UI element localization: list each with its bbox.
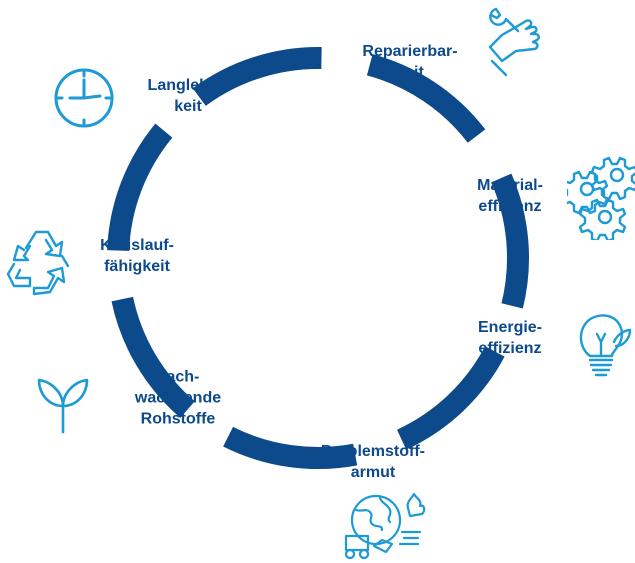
wrench-hand-icon xyxy=(488,7,540,77)
ring-segment-problemstoffarmut xyxy=(223,426,358,469)
ring-segment-langlebigkeit xyxy=(192,47,322,107)
ring-segment-kreislauffaehigkeit xyxy=(107,123,173,252)
recycle-icon xyxy=(6,230,70,296)
globe-pollution-icon xyxy=(344,492,426,560)
label-problemstoffarmut: Problemstoff- armut xyxy=(321,443,425,481)
label-kreislauffaehigkeit: Kreislauf- fähigkeit xyxy=(100,237,174,275)
gears-icon xyxy=(567,156,635,240)
lightbulb-leaf-icon xyxy=(579,314,632,377)
ring-segment-materialeffizienz xyxy=(491,173,529,309)
label-nachwachsende-rohstoffe: nach- wachsende Rohstoffe xyxy=(134,368,222,428)
label-reparierbarkeit: Reparier­bar- keit xyxy=(362,43,458,81)
label-langlebigkeit: Langlebig- keit xyxy=(147,77,229,115)
label-materialeffizienz: Material- effizienz xyxy=(477,177,543,215)
sprout-icon xyxy=(37,378,89,434)
ring-segment-energieeffizienz xyxy=(396,346,505,450)
clock-icon xyxy=(54,68,114,128)
ring-segment-reparierbarkeit xyxy=(366,54,486,143)
ring-segment-nachwachsende-rohstoffe xyxy=(111,296,195,418)
label-energieeffizienz: Energie- effizienz xyxy=(477,319,543,357)
